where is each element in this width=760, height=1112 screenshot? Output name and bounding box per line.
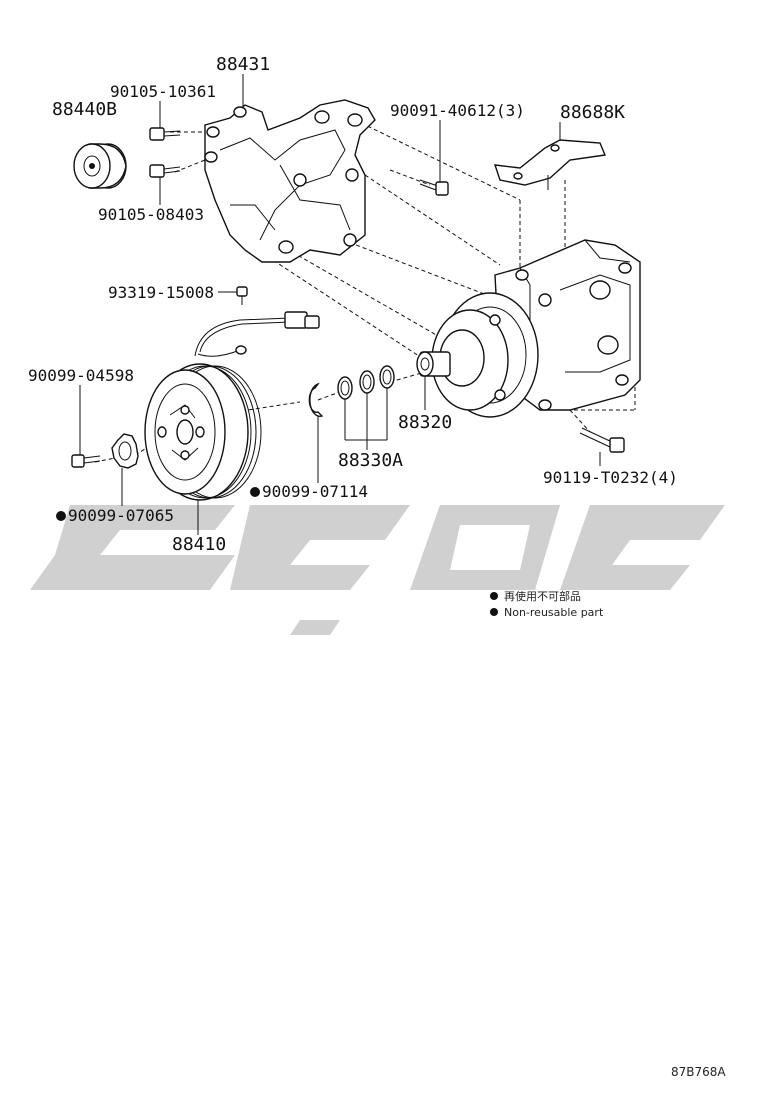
mounting-bracket	[204, 99, 376, 263]
label-bolt-upper: 90105-10361	[110, 82, 216, 101]
clutch-bolt	[71, 454, 101, 468]
label-bolt-clutch: 90099-04598	[28, 366, 134, 385]
non-reusable-marker-snap-ring	[250, 487, 260, 497]
bracket-bolt	[419, 179, 449, 196]
magnetic-clutch	[144, 363, 262, 501]
bolt-lower	[149, 164, 181, 178]
non-reusable-marker-gasket	[56, 511, 66, 521]
label-bracket: 88431	[216, 54, 270, 75]
label-gasket: 90099-07065	[68, 506, 174, 525]
o-rings	[337, 365, 395, 400]
legend-marker-cn	[490, 592, 498, 600]
diagram-code: 87B768A	[671, 1065, 726, 1079]
small-bracket	[493, 139, 606, 190]
compressor	[416, 239, 641, 418]
label-bracket-small: 88688K	[560, 102, 625, 123]
legend-marker-en	[490, 608, 498, 616]
legend: 再使用不可部品 Non-reusable part	[490, 589, 604, 619]
label-clutch: 88410	[172, 534, 226, 555]
label-snap-ring: 90099-07114	[262, 482, 368, 501]
snap-ring	[308, 382, 324, 418]
label-bolt-compressor: 90119-T0232(4)	[543, 468, 678, 487]
compressor-bolt	[579, 427, 625, 453]
bolt-upper	[149, 127, 181, 141]
label-orings: 88330A	[338, 450, 403, 471]
label-bolt-lower: 90105-08403	[98, 205, 204, 224]
legend-chinese: 再使用不可部品	[504, 589, 581, 603]
label-bolt-bracket: 90091-40612(3)	[390, 101, 525, 120]
leader-lines	[79, 74, 601, 535]
idler-pulley	[73, 143, 127, 189]
watermark	[30, 505, 725, 635]
label-pulley: 88440B	[52, 99, 117, 120]
legend-english: Non-reusable part	[504, 606, 604, 619]
label-compressor: 88320	[398, 412, 452, 433]
clutch-gasket	[111, 433, 139, 469]
label-screw-lead: 93319-15008	[108, 283, 214, 302]
